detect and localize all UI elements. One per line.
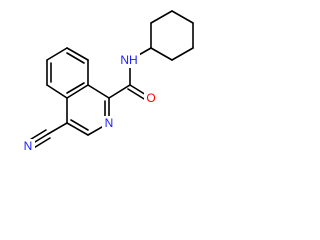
nh-label-background (117, 53, 140, 68)
atom-label-layer: NH O N N (21, 53, 158, 154)
bond-cyclohexyl-2 (171, 47, 194, 61)
oxygen-label-background (144, 91, 158, 106)
ring-nitrogen-label: N (105, 116, 114, 130)
bond-c8a-c4a-inner (66, 82, 85, 94)
nitrile-nitrogen-label: N (24, 139, 33, 153)
oxygen-label: O (146, 91, 155, 105)
bond-cyclohexyl-1 (150, 47, 173, 61)
chemical-structure: NH O N N (21, 10, 194, 154)
bond-c3-c4 (66, 122, 89, 136)
bond-c8a-c4a (66, 84, 89, 99)
bond-cyclohexyl-4 (171, 10, 194, 24)
bond-c3-c4-inner (70, 119, 89, 131)
bond-c4-cn (47, 122, 68, 135)
bond-cyclohexyl-5 (150, 10, 173, 24)
bond-c6-c7 (46, 47, 68, 61)
bond-c8a-c1 (87, 84, 110, 99)
nitrile-nitrogen-label-background (21, 139, 35, 154)
ring-nitrogen-label-background (102, 116, 116, 131)
bond-c4a-c5 (46, 84, 68, 99)
bond-c7-c8-inner (66, 52, 85, 64)
bond-c1-amide-c (108, 84, 131, 99)
nh-label: NH (120, 53, 137, 67)
bond-c7-c8 (66, 47, 89, 61)
